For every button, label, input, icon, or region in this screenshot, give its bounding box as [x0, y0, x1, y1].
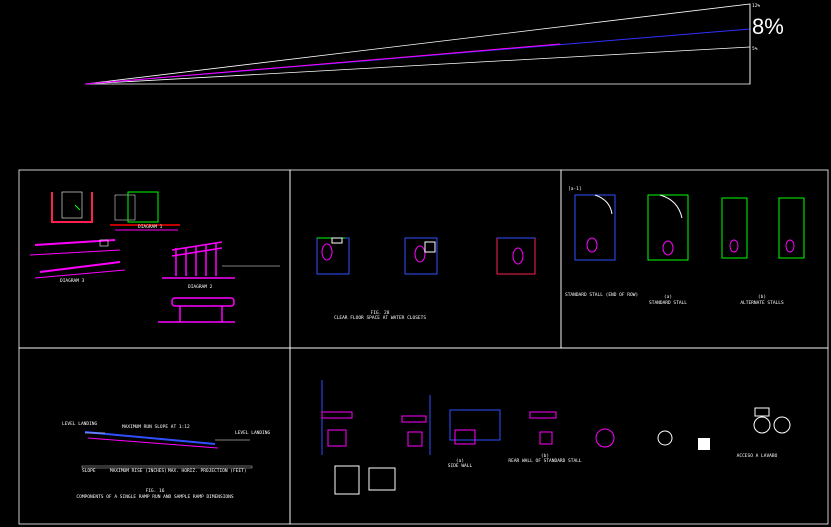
slope-upper-label: 12% [752, 3, 760, 9]
slope-percent-label: 8% [752, 14, 784, 39]
ramp-fig: FIG. 16 [146, 488, 165, 494]
wc-caption-fig: FIG. 28 [371, 310, 390, 316]
wc-caption: CLEAR FLOOR SPACE AT WATER CLOSETS [334, 315, 426, 321]
ramp-table-header-1: SLOPE [82, 468, 96, 474]
slope-lower-label: 5% [752, 46, 758, 52]
stall-label-a: STANDARD STALL (END OF ROW) [565, 292, 638, 298]
accessibility-symbol [698, 438, 710, 450]
stall-tag: [a-1] [568, 186, 582, 192]
ramp-diagram-label-1: DIAGRAM 3 [60, 278, 85, 284]
ramp-top-label: MAXIMUM RUN SLOPE AT 1:12 [122, 424, 190, 430]
elev-number-a: (a) [456, 458, 464, 464]
ramp-diagram-label-3: DIAGRAM 1 [138, 224, 163, 230]
elev-label-d: ACCESO A LAVABO [737, 453, 778, 459]
elev-label-b: REAR WALL OF STANDARD STALL [508, 458, 581, 464]
panel-frames [18, 169, 829, 525]
ramp-table-header-2: MAXIMUM RISE (INCHES) [110, 468, 167, 474]
ramp-diagram-label-2: DIAGRAM 2 [188, 284, 213, 290]
slope-line-5 [84, 46, 751, 85]
water-closet-panel: FIG. 28 CLEAR FLOOR SPACE AT WATER CLOSE… [316, 237, 536, 321]
elev-label-a: SIDE WALL [448, 463, 473, 469]
stall-label-c: ALTERNATE STALLS [740, 300, 784, 306]
ramp-section-panel: LEVEL LANDING MAXIMUM RUN SLOPE AT 1:12 … [62, 421, 271, 500]
elev-number-b: (b) [541, 453, 549, 459]
stall-number-b: (a) [664, 294, 672, 300]
ramp-right-label: LEVEL LANDING [235, 430, 271, 436]
stalls-panel: [a-1] STANDARD STALL (END OF ROW) (a) ST… [565, 186, 805, 306]
slope-line-magenta [84, 43, 561, 85]
stall-label-b: STANDARD STALL [649, 300, 687, 306]
ramp-caption: COMPONENTS OF A SINGLE RAMP RUN AND SAMP… [76, 494, 233, 500]
slope-diagram: 12% 5% [84, 3, 760, 85]
ramp-details-panel: DIAGRAM 3 DIAGRAM 1 DIAGRAM 2 [29, 191, 280, 323]
ramp-table-header-3: MAX. HORIZ. PROJECTION (FEET) [168, 468, 247, 474]
elevations-panel: (a) SIDE WALL (b) REAR WALL OF STANDARD … [321, 380, 791, 495]
ramp-left-label: LEVEL LANDING [62, 421, 98, 427]
stall-number-c: (b) [758, 294, 766, 300]
